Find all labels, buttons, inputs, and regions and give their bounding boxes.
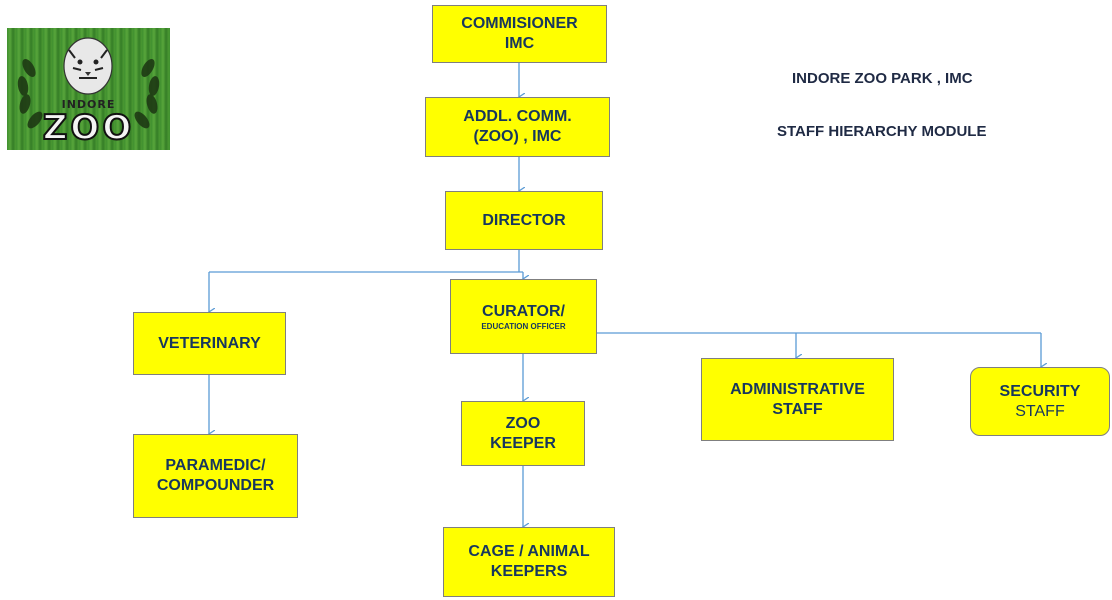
page-title: INDORE ZOO PARK , IMC <box>792 70 973 87</box>
node-curator-line2: EDUCATION OFFICER <box>481 321 566 331</box>
node-director-line1: DIRECTOR <box>482 211 566 229</box>
node-addl-comm-line1: ADDL. COMM. <box>463 108 572 125</box>
node-director: DIRECTOR <box>445 191 603 250</box>
node-cage-keepers-line1: CAGE / ANIMAL <box>468 543 590 560</box>
node-curator: CURATOR/ EDUCATION OFFICER <box>450 279 597 354</box>
node-paramedic: PARAMEDIC/ COMPOUNDER <box>133 434 298 518</box>
node-commissioner-line1: COMMISIONER <box>461 15 578 32</box>
node-veterinary: VETERINARY <box>133 312 286 375</box>
node-paramedic-line2: COMPOUNDER <box>156 477 275 494</box>
tiger-head-icon <box>63 37 113 95</box>
node-zoo-keeper-line2: KEEPER <box>490 434 556 452</box>
node-zoo-keeper: ZOO KEEPER <box>461 401 585 466</box>
node-administrative-line1: ADMINISTRATIVE <box>730 380 865 398</box>
node-curator-line1: CURATOR/ <box>482 302 565 320</box>
node-cage-keepers-line2: KEEPERS <box>490 563 568 580</box>
laurel-wreath-icon <box>17 37 160 129</box>
indore-zoo-logo: INDORE ZOO <box>7 28 170 150</box>
node-security-line2: STAFF <box>1015 402 1065 420</box>
node-commissioner-line2: IMC <box>504 35 535 52</box>
node-veterinary-line1: VETERINARY <box>158 334 261 352</box>
node-addl-comm-line2: (ZOO) , IMC <box>473 128 562 145</box>
node-commissioner: COMMISIONER IMC <box>432 5 607 63</box>
node-administrative: ADMINISTRATIVE STAFF <box>701 358 894 441</box>
node-administrative-line2: STAFF <box>772 400 823 418</box>
node-addl-comm: ADDL. COMM. (ZOO) , IMC <box>425 97 610 157</box>
logo-top-text: INDORE <box>61 98 116 111</box>
node-zoo-keeper-line1: ZOO <box>505 414 541 432</box>
page-subtitle: STAFF HIERARCHY MODULE <box>777 123 987 140</box>
logo-main-text: ZOO <box>42 107 135 149</box>
node-security: SECURITY STAFF <box>970 367 1110 436</box>
node-paramedic-line1: PARAMEDIC/ <box>165 457 266 474</box>
node-security-line1: SECURITY <box>999 382 1081 400</box>
node-cage-keepers: CAGE / ANIMAL KEEPERS <box>443 527 615 597</box>
